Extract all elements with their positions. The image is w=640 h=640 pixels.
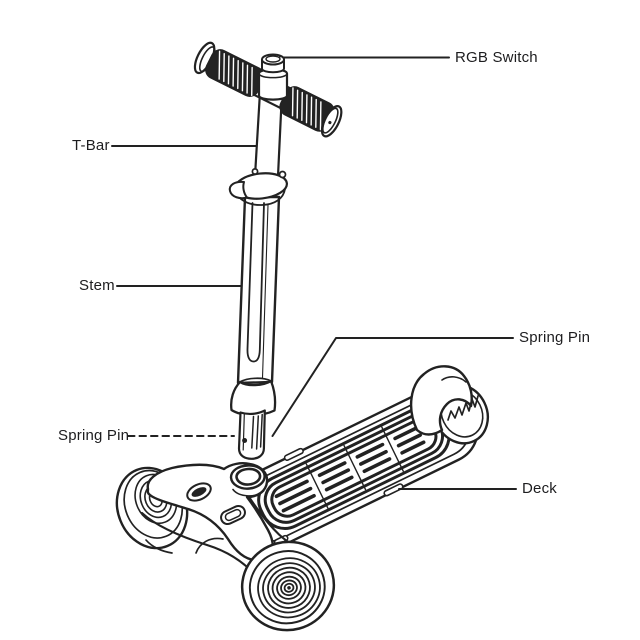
handlebar xyxy=(193,41,343,138)
handlebar-grip-left xyxy=(205,49,265,97)
clamp-lever xyxy=(228,180,248,200)
stem-socket xyxy=(229,464,266,490)
label-t-bar: T-Bar xyxy=(72,137,110,154)
body-slot xyxy=(220,504,246,526)
stem-collar xyxy=(230,379,277,417)
deck-grip-slats xyxy=(274,426,426,513)
label-spring-pin-lower: Spring Pin xyxy=(58,427,130,444)
leader-lines xyxy=(111,56,517,490)
spring-pin-hole xyxy=(242,438,248,443)
rgb-switch-button xyxy=(261,53,285,74)
stem-clamp xyxy=(228,168,288,206)
front-body xyxy=(140,462,317,579)
label-stem: Stem xyxy=(79,277,115,294)
handlebar-junction xyxy=(257,68,289,101)
label-deck: Deck xyxy=(522,480,557,497)
label-spring-pin-upper: Spring Pin xyxy=(519,329,591,346)
rear-wheel-teeth xyxy=(447,395,479,421)
body-boss xyxy=(186,482,212,502)
label-rgb-switch: RGB Switch xyxy=(455,49,538,66)
front-wheel-near xyxy=(240,540,336,632)
leader-spring-pin-upper xyxy=(271,337,514,437)
stem-assembly xyxy=(228,90,288,460)
